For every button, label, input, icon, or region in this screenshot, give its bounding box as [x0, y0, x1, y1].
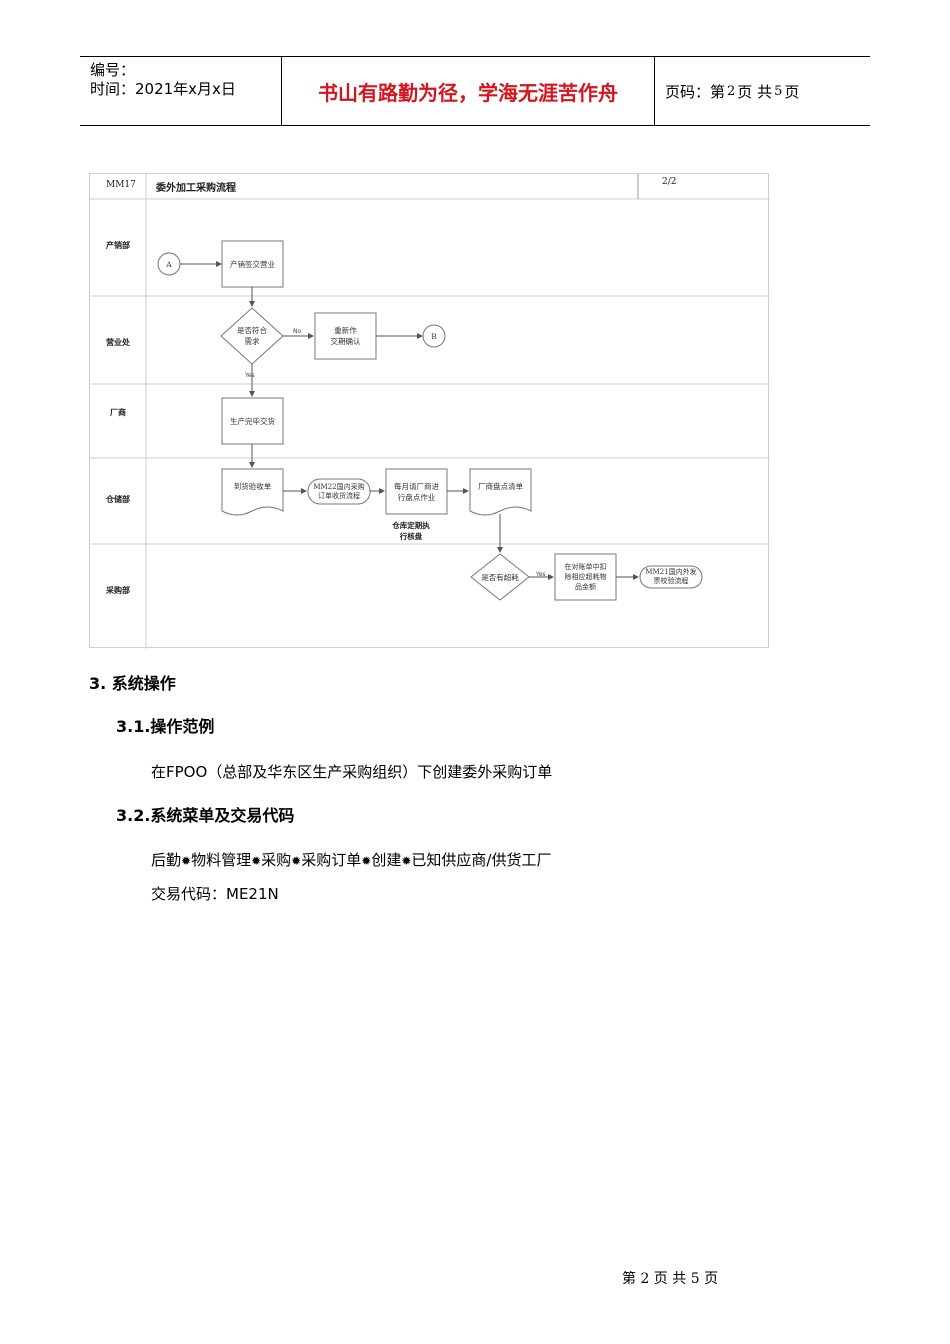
node-vendor-deliver: [221, 397, 284, 445]
node-sales-submit: [221, 240, 284, 288]
node-mm21: [639, 565, 703, 589]
flowchart-title: 委外加工采购流程: [156, 183, 236, 194]
section-3-1-text: 在FPOO（总部及华东区生产采购组织）下创建委外采购订单: [151, 763, 553, 781]
header-divider-1: [281, 57, 282, 125]
menu-separator-icon: ✹: [291, 854, 302, 868]
section-3-heading: 3. 系统操作: [89, 674, 176, 693]
header-page-info: 页码：第 2 页 共 5 页: [665, 57, 799, 125]
warehouse-note: 仓库定期执 行核盘: [392, 521, 430, 541]
overuse-label: 是否有超耗: [481, 572, 519, 582]
edge-label-no: No: [293, 328, 302, 335]
node-receive-doc: [221, 468, 284, 516]
transaction-code: 交易代码：ME21N: [151, 885, 279, 903]
lane-label-vendor: 厂商: [110, 407, 126, 417]
header-meta: 编号： 时间：2021年x月x日: [90, 61, 236, 99]
mm21-label: MM21国内外发 票校验流程: [645, 568, 697, 585]
menu-separator-icon: ✹: [361, 854, 372, 868]
node-reconfirm: [314, 312, 377, 360]
menu-item-known-vendor: 已知供应商/供货工厂: [411, 851, 552, 869]
doc-number-label: 编号：: [90, 61, 136, 79]
menu-item-purchasing: 采购: [261, 851, 292, 869]
node-deduct: [554, 553, 617, 601]
page-prefix: 页码：第: [665, 82, 726, 101]
node-vendor-list: [469, 468, 532, 516]
flowchart-code: MM17: [106, 180, 136, 190]
lane-label-office: 营业处: [106, 337, 130, 347]
page-suffix: 页: [784, 82, 800, 101]
section-3-1-heading: 3.1.操作范例: [116, 717, 215, 736]
menu-item-create: 创建: [371, 851, 402, 869]
header-slogan: 书山有路勤为径，学海无涯苦作舟: [318, 80, 618, 105]
header-divider-2: [654, 57, 655, 125]
edge-label-yes-1: Yes: [245, 372, 255, 379]
reconfirm-label: 重新作 交期确认: [330, 326, 361, 346]
page-current: 2: [727, 83, 736, 99]
receive-doc-label: 到货验收单: [233, 481, 272, 491]
page-total: 5: [774, 83, 783, 99]
menu-separator-icon: ✹: [251, 854, 262, 868]
doc-time-label: 时间：2021年x月x日: [90, 80, 236, 98]
menu-item-po: 采购订单: [301, 851, 362, 869]
menu-separator-icon: ✹: [181, 854, 192, 868]
menu-path: 后勤✹物料管理✹采购✹采购订单✹创建✹已知供应商/供货工厂: [151, 849, 551, 870]
node-decision-overuse: [470, 553, 530, 601]
flowchart: MM17 委外加工采购流程 2/2 产销部 营业处 厂商 仓储部 采购部 A B…: [89, 173, 770, 649]
deduct-label: 在对账单中扣 除相应超耗物 品金额: [564, 563, 607, 591]
mm22-label: MM22国内采购 订单收货流程: [313, 482, 365, 500]
meets-req-label: 是否符合 需求: [237, 326, 267, 346]
page-header: 编号： 时间：2021年x月x日 书山有路勤为径，学海无涯苦作舟 页码：第 2 …: [80, 56, 870, 126]
node-monthly-inventory: [385, 468, 448, 515]
flowchart-graphics: [90, 174, 770, 649]
menu-item-logistics: 后勤: [151, 851, 182, 869]
lane-label-purchasing: 采购部: [106, 585, 130, 595]
sales-submit-label: 产销签交营业: [230, 259, 275, 269]
edge-label-yes-2: Yes: [536, 571, 546, 578]
connector-b: [422, 324, 446, 348]
page-mid: 页 共: [737, 82, 773, 101]
vendor-deliver-label: 生产完毕交货: [230, 416, 275, 426]
connector-b-label: B: [431, 331, 437, 341]
flowchart-page: 2/2: [662, 177, 677, 187]
monthly-inventory-label: 每月请厂商进 行盘点作业: [394, 481, 439, 502]
menu-item-materials: 物料管理: [191, 851, 252, 869]
section-3-2-heading: 3.2.系统菜单及交易代码: [116, 806, 295, 825]
connector-a-label: A: [166, 259, 172, 269]
page-footer: 第 2 页 共 5 页: [622, 1271, 719, 1287]
lane-label-sales: 产销部: [106, 240, 130, 250]
lane-label-warehouse: 仓储部: [106, 494, 130, 504]
vendor-list-label: 厂商盘点清单: [478, 481, 523, 491]
menu-separator-icon: ✹: [401, 854, 412, 868]
